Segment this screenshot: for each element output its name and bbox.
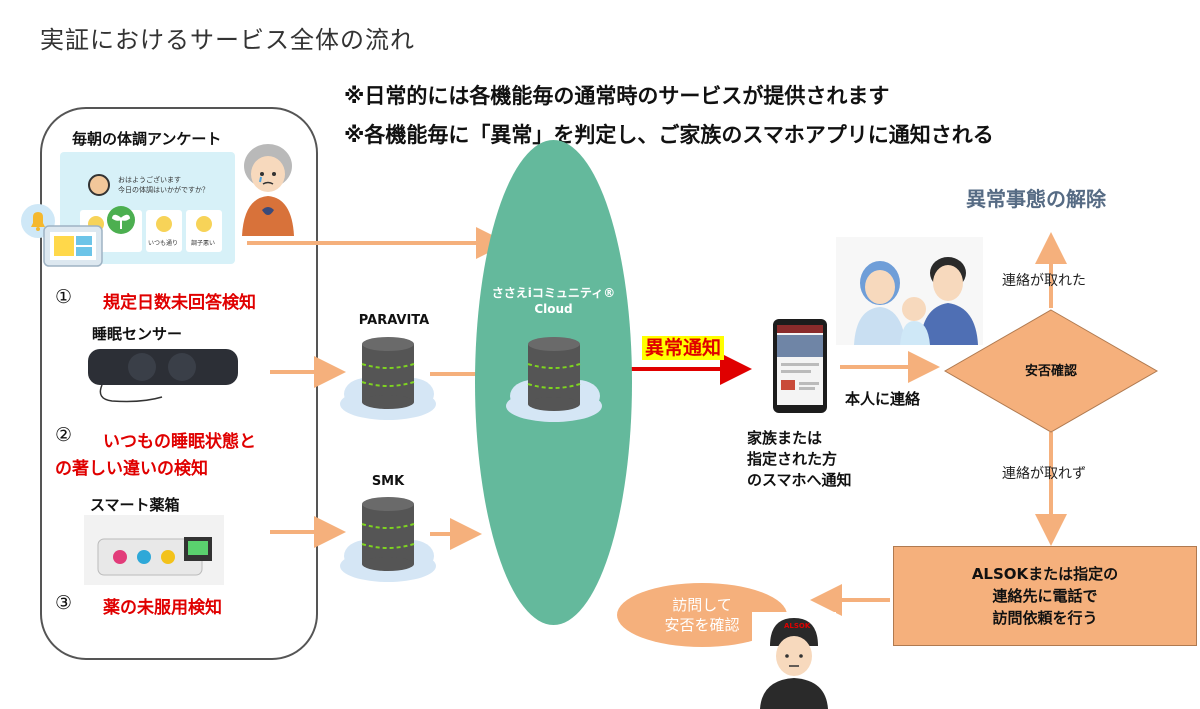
smartphone-icon — [773, 319, 827, 413]
cloud-name: ささえiコミュニティ® — [491, 286, 616, 300]
pillbox-label: スマート薬箱 — [90, 496, 180, 514]
note-abnormal-notification: ※各機能毎に「異常」を判定し、ご家族のスマホアプリに通知される — [344, 123, 994, 147]
alert-label: 異常通知 — [642, 336, 725, 360]
smk-server-icon — [340, 497, 436, 582]
survey-label: 毎朝の体調アンケート — [72, 130, 222, 148]
family-illustration — [836, 237, 983, 345]
self-contact-label: 本人に連絡 — [845, 390, 921, 408]
contacted-label: 連絡が取れた — [1002, 273, 1086, 289]
family-line1: 家族または — [747, 429, 823, 447]
security-guard-illustration — [752, 612, 836, 709]
item1-number: ① — [55, 286, 73, 308]
item2-number: ② — [55, 424, 73, 446]
safety-confirm-diamond — [944, 309, 1158, 433]
smk-label: SMK — [371, 474, 405, 489]
app-question: 今日の体調はいかがですか？ — [118, 186, 209, 194]
avatar-icon — [88, 174, 110, 196]
page-title: 実証におけるサービス全体の流れ — [40, 26, 415, 54]
item2-text-line2: の著しい違いの検知 — [55, 459, 208, 479]
family-line2: 指定された方 — [747, 450, 838, 468]
family-line3: のスマホへ通知 — [747, 471, 852, 489]
cloud-server-icon — [506, 337, 602, 422]
item3-text: 薬の未服用検知 — [103, 598, 222, 618]
family-notification-text: 家族または 指定された方 のスマホへ通知 — [747, 428, 852, 491]
not-contacted-label: 連絡が取れず — [1002, 466, 1086, 482]
tablet-icon — [43, 225, 103, 267]
paravita-label: PARAVITA — [358, 313, 430, 328]
safety-confirm-label: 安否確認 — [1024, 364, 1077, 379]
alsok-request-box: ALSOKまたは指定の 連絡先に電話で 訪問依頼を行う — [893, 546, 1197, 646]
note-daily-service: ※日常的には各機能毎の通常時のサービスが提供されます — [344, 84, 890, 108]
sleep-sensor-icon — [88, 349, 238, 403]
item2-text-line1: いつもの睡眠状態と — [103, 432, 256, 452]
sprout-icon — [107, 206, 135, 234]
pillbox-icon — [84, 515, 224, 585]
guard-badge: ALSOK — [784, 622, 811, 630]
resolution-title: 異常事態の解除 — [966, 187, 1106, 211]
app-option-usual: いつも通り — [146, 210, 182, 252]
app-option-bad: 調子悪い — [186, 210, 222, 252]
elderly-person-icon — [242, 144, 294, 236]
item1-text: 規定日数未回答検知 — [103, 293, 256, 313]
sleep-sensor-label: 睡眠センサー — [92, 325, 183, 343]
app-greeting: おはようございます — [118, 176, 181, 184]
paravita-server-icon — [340, 337, 436, 420]
cloud-sub: Cloud — [534, 302, 573, 316]
item3-number: ③ — [55, 592, 73, 614]
